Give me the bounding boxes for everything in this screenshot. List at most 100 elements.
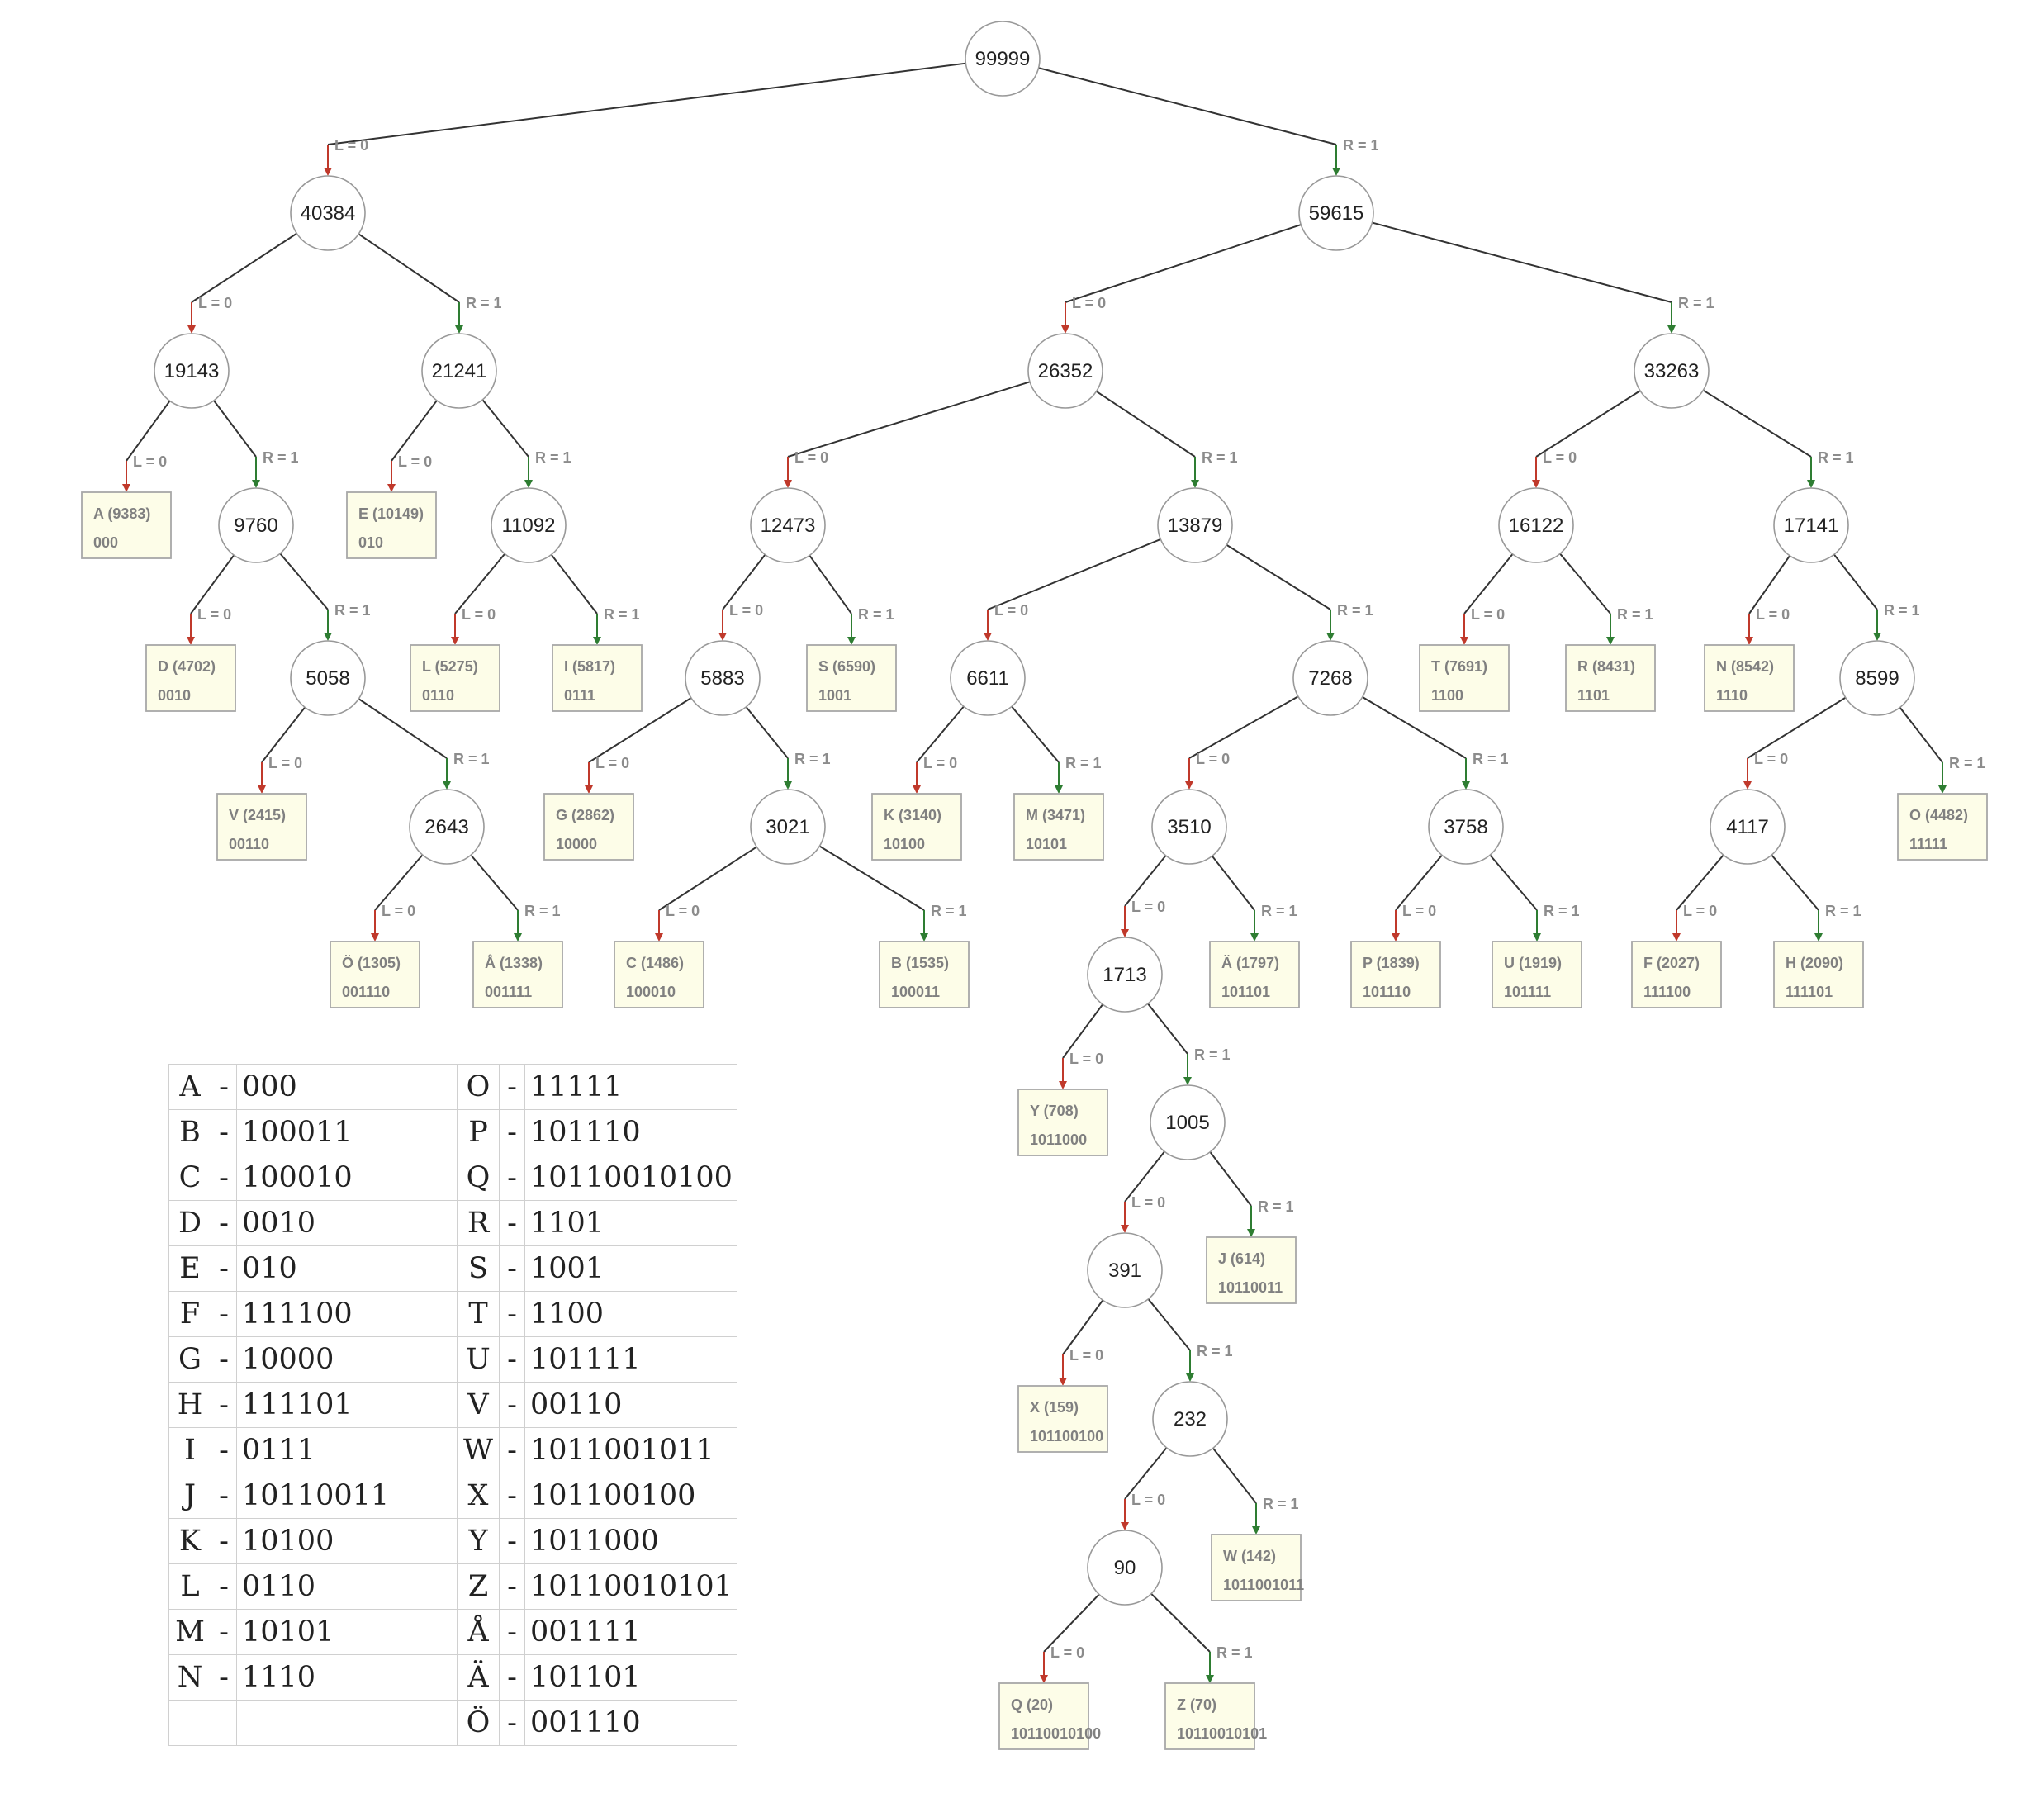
edge-n11092-lL: L = 0 (451, 553, 505, 645)
leaf-S: S (6590)1001 (806, 644, 897, 712)
edge-label-right: R = 1 (466, 295, 502, 311)
code-cell: 111100 (236, 1291, 458, 1337)
node-weight: 4117 (1726, 816, 1769, 838)
edge-n1713-n1005: R = 1 (1147, 1003, 1231, 1085)
edge-label-left: L = 0 (382, 903, 415, 919)
symbol-cell: Q (457, 1155, 500, 1201)
node-weight: 1005 (1165, 1112, 1209, 1134)
leaf-symbol-count: K (3140) (884, 807, 941, 823)
edge-label-left: L = 0 (1196, 751, 1230, 767)
code-cell: 101111 (524, 1336, 737, 1383)
leaf-M: M (3471)10101 (1013, 793, 1104, 861)
edge-label-right: R = 1 (1949, 755, 1985, 771)
edge-n2643-lAa: R = 1 (470, 854, 561, 942)
dash-cell: - (211, 1245, 237, 1292)
leaf-symbol-count: H (2090) (1786, 955, 1843, 971)
leaf-code: 0110 (422, 687, 454, 704)
symbol-cell: J (168, 1473, 211, 1519)
node-weight: 2643 (424, 816, 468, 838)
edge-n90-lZ: R = 1 (1150, 1592, 1253, 1683)
dash-cell: - (499, 1473, 525, 1519)
node-weight: 21241 (432, 360, 487, 382)
dash-cell: - (499, 1155, 525, 1201)
edge-label-right: R = 1 (1884, 602, 1920, 619)
leaf-code: 1001 (818, 687, 851, 704)
leaf-code: 000 (93, 534, 118, 551)
dash-cell: - (499, 1654, 525, 1701)
leaf-code: 101101 (1221, 984, 1270, 1000)
leaf-symbol-count: W (142) (1223, 1548, 1276, 1564)
edge-n3510-lAe: R = 1 (1211, 855, 1297, 942)
dash-cell (211, 1700, 237, 1746)
leaf-code: 100010 (626, 984, 676, 1000)
dash-cell: - (499, 1291, 525, 1337)
node-weight: 1713 (1103, 964, 1146, 986)
edge-n9760-n5058: R = 1 (279, 553, 371, 641)
leaf-T: T (7691)1100 (1419, 644, 1510, 712)
edge-n11092-lI: R = 1 (550, 553, 640, 645)
leaf-L: L (5275)0110 (410, 644, 500, 712)
edge-n3021-lB: R = 1 (818, 845, 967, 942)
edge-label-right: R = 1 (931, 903, 967, 919)
edge-label-left: L = 0 (1072, 295, 1106, 311)
edge-n12473-n5883: L = 0 (718, 553, 766, 641)
edge-label-right: R = 1 (1263, 1496, 1299, 1512)
edge-label-right: R = 1 (1194, 1046, 1231, 1063)
leaf-code: 1110 (1716, 687, 1748, 704)
node-391: 391 (1087, 1232, 1163, 1308)
leaf-J: J (614)10110011 (1206, 1236, 1297, 1304)
leaf-A: A (9383)000 (81, 491, 172, 559)
code-cell: 001110 (524, 1700, 737, 1746)
edge-n5058-n2643: R = 1 (358, 698, 490, 790)
code-cell: 100010 (236, 1155, 458, 1201)
dash-cell: - (211, 1473, 237, 1519)
edge-n19143-n9760: R = 1 (213, 400, 299, 488)
symbol-cell: V (457, 1382, 500, 1428)
leaf-code: 10110010101 (1177, 1725, 1267, 1742)
edge-label-left: L = 0 (1131, 1194, 1165, 1211)
dash-cell: - (499, 1382, 525, 1428)
edge-n1005-lJ: R = 1 (1209, 1151, 1294, 1237)
leaf-W: W (142)1011001011 (1211, 1534, 1304, 1601)
edge-n3021-lC: L = 0 (655, 846, 757, 942)
edge-n21241-n11092: R = 1 (481, 399, 571, 488)
leaf-K: K (3140)10100 (871, 793, 962, 861)
leaf-code: 1101 (1577, 687, 1610, 704)
leaf-E: E (10149)010 (346, 491, 437, 559)
symbol-cell: E (168, 1245, 211, 1292)
edge-n17141-lN: L = 0 (1745, 555, 1790, 645)
edge-n4117-lF: L = 0 (1672, 854, 1724, 942)
code-cell: 10110011 (236, 1473, 458, 1519)
code-cell: 0110 (236, 1563, 458, 1610)
edge-n8599-lO: R = 1 (1899, 706, 1985, 794)
edge-label-right: R = 1 (858, 606, 894, 623)
code-cell: 10110010100 (524, 1155, 737, 1201)
edge-n40384-n19143: L = 0 (187, 232, 297, 334)
node-40384: 40384 (290, 175, 366, 251)
edge-n12473-lS: R = 1 (809, 554, 894, 645)
edge-label-right: R = 1 (1825, 903, 1861, 919)
edge-n6611-lK: L = 0 (913, 705, 965, 794)
edge-label-left: L = 0 (1754, 751, 1788, 767)
leaf-U: U (1919)101111 (1492, 941, 1582, 1008)
node-weight: 19143 (164, 360, 220, 382)
node-5883: 5883 (685, 640, 761, 716)
edge-n3510-n1713: L = 0 (1121, 855, 1167, 937)
node-weight: 26352 (1038, 360, 1093, 382)
code-cell: 10000 (236, 1336, 458, 1383)
edge-n232-lW: R = 1 (1212, 1447, 1299, 1535)
code-cell: 10100 (236, 1518, 458, 1564)
leaf-symbol-count: Ä (1797) (1221, 955, 1279, 971)
edge-n5058-lV: L = 0 (258, 706, 306, 794)
node-weight: 3758 (1444, 816, 1487, 838)
symbol-cell: R (457, 1200, 500, 1246)
edge-label-left: L = 0 (398, 453, 432, 470)
edge-n8599-n4117: L = 0 (1743, 696, 1847, 790)
leaf-code: 001111 (485, 984, 532, 1000)
edge-n3758-lU: R = 1 (1489, 854, 1580, 942)
edge-n9760-lD: L = 0 (187, 554, 235, 645)
symbol-cell: G (168, 1336, 211, 1383)
